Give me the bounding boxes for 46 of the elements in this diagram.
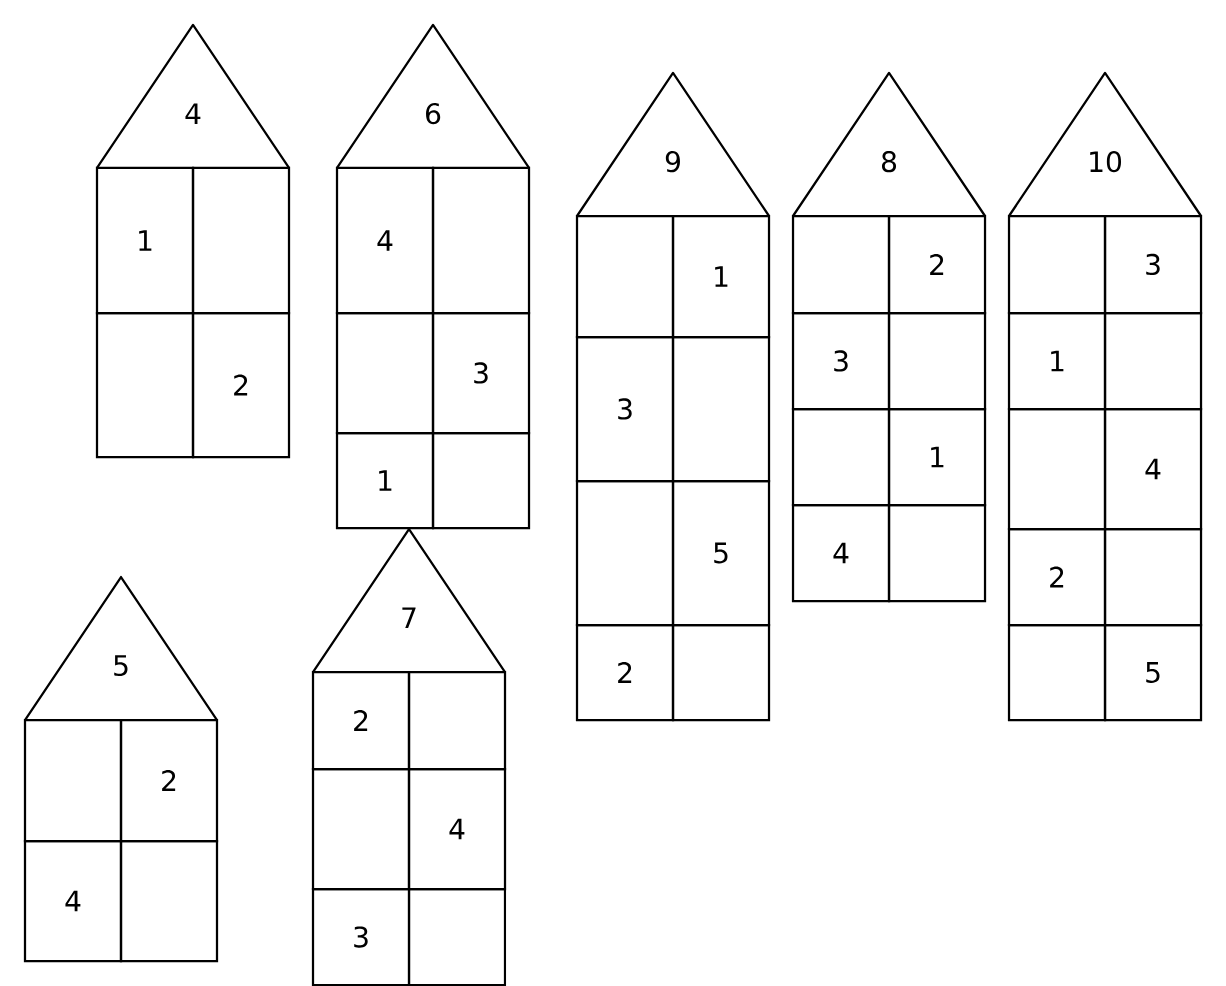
empty-cell — [1007, 623, 1107, 722]
empty-cell — [119, 839, 219, 963]
empty-cell — [1007, 214, 1107, 315]
number-cell: 4 — [791, 503, 891, 603]
number-cell: 4 — [23, 839, 123, 963]
empty-cell — [791, 407, 891, 507]
empty-cell — [575, 214, 675, 339]
number-cell: 2 — [575, 623, 675, 722]
empty-cell — [95, 311, 195, 459]
number-cell: 2 — [191, 311, 291, 459]
empty-cell — [23, 718, 123, 843]
number-cell: 3 — [311, 887, 411, 986]
empty-cell — [887, 311, 987, 411]
number-cell: 1 — [335, 431, 435, 530]
number-cell: 3 — [575, 335, 675, 483]
empty-cell — [791, 214, 891, 315]
number-cell: 2 — [1007, 527, 1107, 627]
number-cell: 5 — [1103, 623, 1203, 722]
empty-cell — [311, 767, 411, 891]
empty-cell — [335, 311, 435, 435]
empty-cell — [431, 431, 531, 530]
empty-cell — [407, 670, 507, 771]
number-cell: 2 — [119, 718, 219, 843]
number-cell: 1 — [95, 166, 195, 315]
empty-cell — [1007, 407, 1107, 531]
number-cell: 3 — [791, 311, 891, 411]
empty-cell — [887, 503, 987, 603]
number-cell: 3 — [431, 311, 531, 435]
number-cell: 1 — [671, 214, 771, 339]
number-cell: 4 — [407, 767, 507, 891]
number-cell: 4 — [335, 166, 435, 315]
empty-cell — [671, 335, 771, 483]
empty-cell — [407, 887, 507, 986]
number-cell: 3 — [1103, 214, 1203, 315]
empty-cell — [1103, 311, 1203, 411]
number-cell: 2 — [311, 670, 411, 771]
number-cell: 1 — [1007, 311, 1107, 411]
empty-cell — [431, 166, 531, 315]
number-cell: 2 — [887, 214, 987, 315]
number-cell: 1 — [887, 407, 987, 507]
empty-cell — [1103, 527, 1203, 627]
empty-cell — [671, 623, 771, 722]
number-cell: 5 — [671, 479, 771, 627]
empty-cell — [575, 479, 675, 627]
empty-cell — [191, 166, 291, 315]
number-cell: 4 — [1103, 407, 1203, 531]
